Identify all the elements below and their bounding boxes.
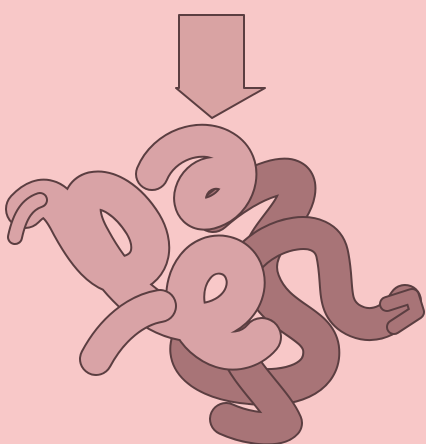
diagram-canvas [0, 0, 426, 444]
diagram-svg [0, 0, 426, 444]
